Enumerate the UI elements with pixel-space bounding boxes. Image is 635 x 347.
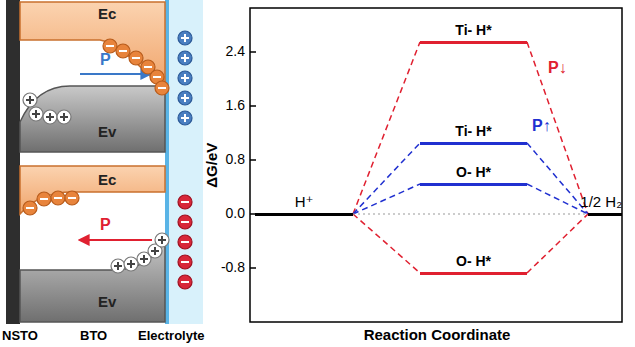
hole-symbol — [29, 107, 43, 121]
energy-level: H⁺ — [255, 193, 353, 215]
electron-symbol — [23, 201, 37, 215]
level-label: O- H* — [456, 164, 491, 180]
conduction-band — [20, 166, 165, 214]
band-label: Ec — [98, 172, 116, 189]
hole-symbol — [178, 31, 192, 45]
nsto-electrode — [6, 0, 20, 324]
energy-level: O- H* — [420, 253, 527, 274]
polarization-arrow — [80, 73, 150, 75]
axis-ticks — [250, 52, 256, 268]
region-label: Electrolyte — [138, 329, 204, 343]
electron-symbol — [178, 275, 192, 289]
electron-symbol — [178, 215, 192, 229]
axis-title: Reaction Coordinate — [364, 327, 511, 344]
electron-symbol — [178, 235, 192, 249]
reaction-path — [353, 143, 420, 214]
valence-band — [20, 86, 165, 152]
polarization-arrow — [80, 239, 152, 241]
reaction-path — [353, 184, 420, 214]
conduction-band — [20, 2, 165, 86]
polarization-label: P↓ — [548, 59, 567, 77]
reaction-path — [527, 143, 588, 214]
valence-band — [20, 238, 165, 322]
level-label: H⁺ — [295, 193, 314, 210]
energy-level: O- H* — [420, 164, 527, 185]
level-label: O- H* — [456, 253, 491, 269]
hole-symbol — [155, 233, 169, 247]
band-label: Ev — [98, 124, 116, 141]
hole-symbol — [124, 257, 138, 271]
hole-symbol — [178, 71, 192, 85]
energy-level: 1/2 H₂ — [588, 193, 622, 215]
tick-label: 1.6 — [226, 98, 245, 113]
hole-symbol — [111, 259, 125, 273]
tick-label: 0.8 — [226, 152, 245, 167]
reaction-path — [527, 184, 588, 214]
region-label: BTO — [80, 329, 107, 343]
tick-label: -0.8 — [221, 260, 245, 275]
level-label: Ti- H* — [455, 123, 491, 139]
electron-symbol — [116, 44, 130, 58]
band-label: Ec — [98, 6, 116, 23]
hole-symbol — [178, 51, 192, 65]
reaction-path — [353, 214, 420, 273]
band-label: P — [100, 216, 111, 234]
electron-symbol — [155, 81, 169, 95]
hole-symbol — [178, 111, 192, 125]
electron-symbol — [178, 195, 192, 209]
electron-symbol — [65, 191, 79, 205]
electron-symbol — [129, 51, 143, 65]
energy-level: Ti- H* — [420, 22, 527, 43]
reaction-path — [353, 214, 588, 215]
hole-symbol — [43, 110, 57, 124]
reaction-path — [527, 214, 588, 273]
electron-symbol — [178, 255, 192, 269]
level-label: 1/2 H₂ — [548, 193, 622, 210]
tick-label: 2.4 — [226, 44, 245, 59]
polarization-label: P↑ — [532, 117, 551, 135]
electron-symbol — [51, 191, 65, 205]
hole-symbol — [57, 110, 71, 124]
electrolyte-region — [167, 0, 203, 324]
energy-level: Ti- H* — [420, 123, 527, 144]
reaction-path — [527, 42, 588, 214]
reaction-path — [353, 42, 420, 214]
plot-frame — [250, 8, 622, 322]
hole-symbol — [23, 93, 37, 107]
level-label: Ti- H* — [455, 22, 491, 38]
axis-title: ΔG/eV — [204, 143, 221, 188]
tick-label: 0.0 — [226, 206, 245, 221]
band-label: P — [100, 51, 111, 69]
hole-symbol — [178, 91, 192, 105]
electron-symbol — [103, 39, 117, 53]
region-label: NSTO — [2, 329, 38, 343]
band-label: Ev — [98, 294, 116, 311]
electron-symbol — [37, 192, 51, 206]
